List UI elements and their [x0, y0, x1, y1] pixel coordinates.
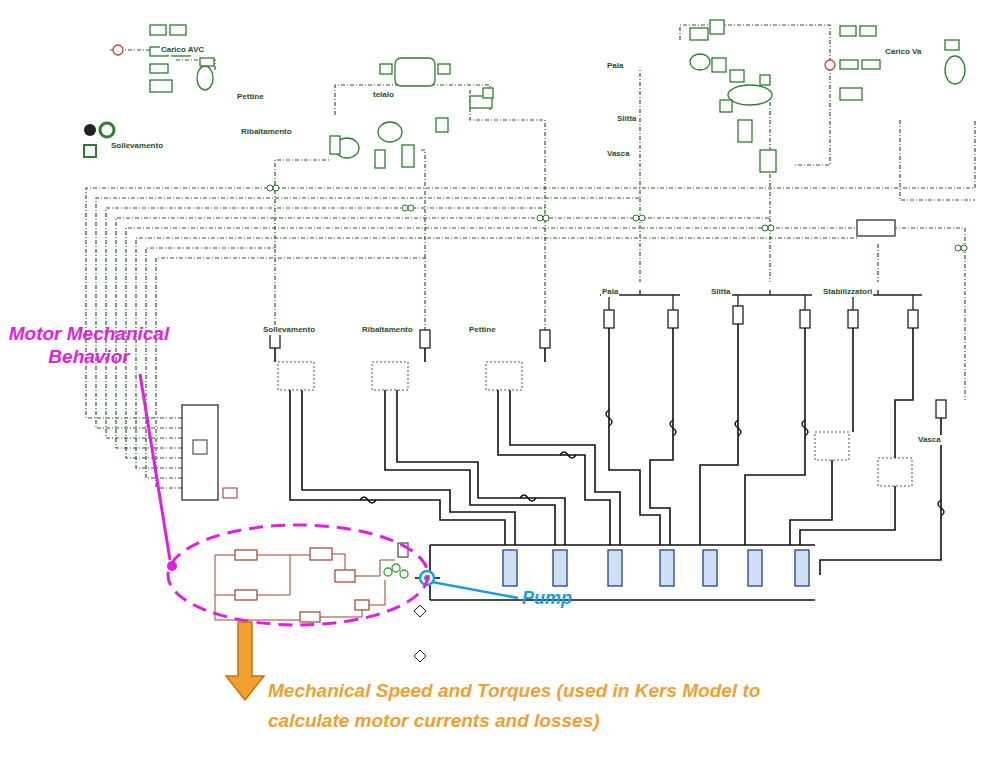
label-holder: Sollevamento	[110, 134, 164, 152]
label-holder: Motor Mechanical Behavior	[0, 322, 178, 368]
label-holder: Pala	[601, 280, 619, 298]
callout-text: Motor Mechanical Behavior	[0, 322, 178, 368]
label-holder: Mechanical Speed and Torques (used in Ke…	[268, 676, 798, 736]
label-holder: Ribaltamento	[361, 318, 414, 336]
part-label: Pettine	[236, 92, 265, 102]
label-holder: Sollevamento	[262, 318, 316, 336]
part-label: Slitta	[710, 287, 732, 297]
part-label: Carico Va	[884, 47, 922, 57]
part-label: Ribaltamento	[240, 127, 293, 137]
callout-text: Pump	[522, 588, 572, 609]
part-label: Pala	[606, 61, 624, 71]
part-label: Stabilizzatori	[822, 287, 873, 297]
label-holder: Vasca	[606, 142, 631, 160]
part-label: telaio	[372, 90, 395, 100]
label-holder: Vasca	[917, 428, 942, 446]
part-label: Vasca	[917, 435, 942, 445]
label-holder: Pettine	[236, 85, 265, 103]
part-label: Ribaltamento	[361, 325, 414, 335]
part-label: Sollevamento	[262, 325, 316, 335]
label-holder: telaio	[372, 83, 395, 101]
label-holder: Stabilizzatori	[822, 280, 873, 298]
part-label: Vasca	[606, 149, 631, 159]
label-holder: Ribaltamento	[240, 120, 293, 138]
label-holder: Pettine	[468, 318, 497, 336]
label-holder: Pala	[606, 54, 624, 72]
label-holder: Slitta	[710, 280, 732, 298]
caption-note: Mechanical Speed and Torques (used in Ke…	[268, 676, 798, 736]
label-holder: Carico AVC	[160, 38, 205, 56]
part-label: Carico AVC	[160, 45, 205, 55]
part-label: Slitta	[616, 114, 638, 124]
label-holder: Carico Va	[884, 40, 922, 58]
part-label: Sollevamento	[110, 141, 164, 151]
label-holder: Pump	[522, 588, 572, 609]
part-label: Pettine	[468, 325, 497, 335]
part-label: Pala	[601, 287, 619, 297]
label-holder: Slitta	[616, 107, 638, 125]
